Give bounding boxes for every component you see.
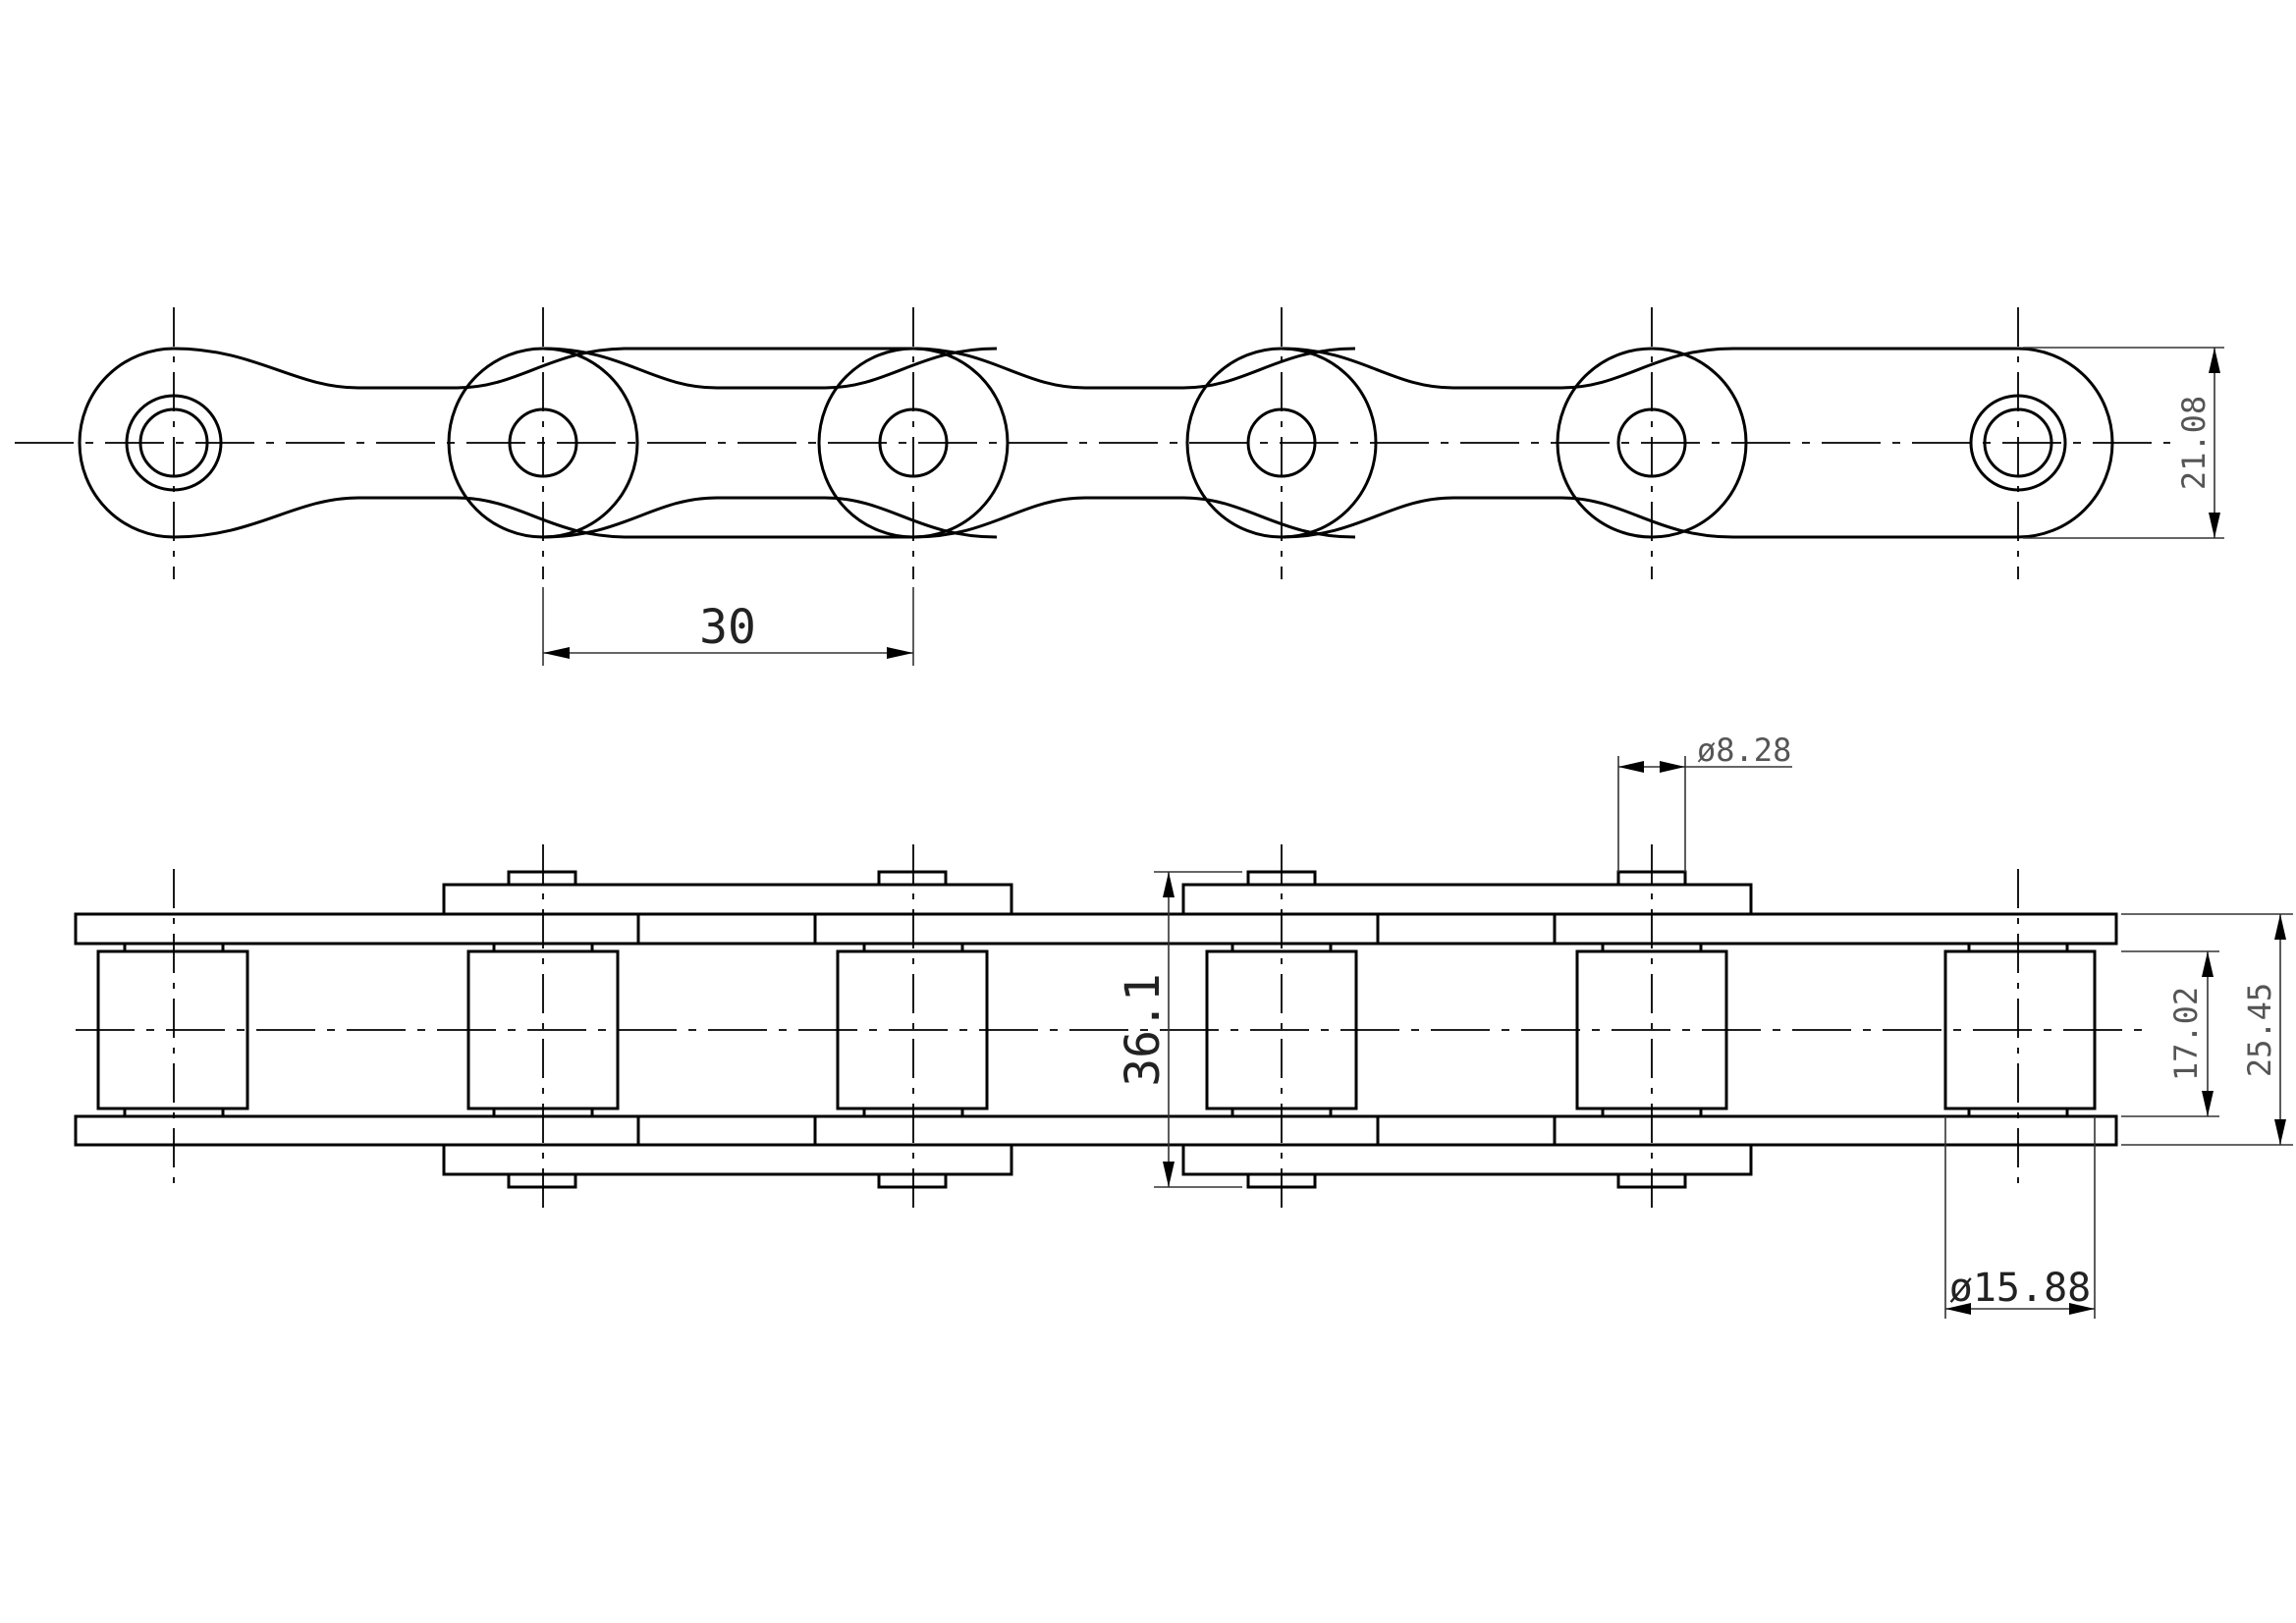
pin-diameter-dimension: ø8.28 [1617,731,1792,872]
roller-diameter-label: ø15.88 [1949,1266,2092,1311]
inner-plate-band-top [74,912,2118,946]
outer-plate-width-dimension: 25.45 [2121,913,2293,1146]
inner-width-dimension: 17.02 [2121,950,2219,1117]
plate-height-dimension: 21.08 [2023,347,2224,539]
pitch-dimension: 30 [542,587,914,666]
outer-plate-width-label: 25.45 [2241,983,2278,1077]
left-end-lobe [78,347,175,539]
overall-width-label: 36.1 [1116,973,1171,1087]
roller-diameter-dimension: ø15.88 [1944,1116,2096,1319]
outer-plate-top-2 [1181,883,1753,916]
plan-view-pin-centerlines [173,844,2019,1217]
plate-joints [636,914,1557,1145]
outer-plate-bottom-1 [442,1143,1013,1176]
outer-plate-outline [542,347,2018,539]
side-view: 30 21.08 [15,307,2224,666]
outer-plate-bottom-2 [1181,1143,1753,1176]
inner-plate-band-bottom [74,1114,2118,1147]
pitch-label: 30 [699,600,756,655]
outer-plate-top-1 [442,883,1013,916]
right-end-lobe [2017,347,2114,539]
overall-width-dimension: 36.1 [1116,871,1242,1188]
inner-plate-outline [173,347,1356,539]
plate-height-label: 21.08 [2175,396,2213,490]
side-view-pin-centerlines [173,307,2019,579]
inner-width-label: 17.02 [2167,987,2205,1081]
pin-diameter-label: ø8.28 [1697,731,1791,769]
plan-view: ø8.28 36.1 17.02 25.45 [74,731,2293,1319]
